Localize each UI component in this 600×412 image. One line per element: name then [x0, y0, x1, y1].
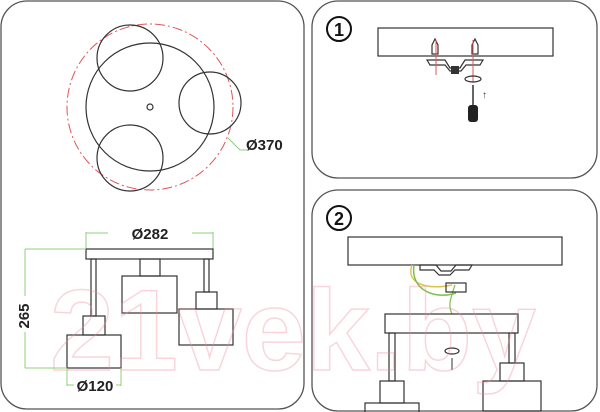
step1-illustration: 1 ↑ [326, 16, 554, 122]
shade [66, 334, 122, 369]
step-badge [326, 16, 352, 42]
screwdriver-icon [468, 105, 478, 122]
shade-circle [178, 71, 242, 135]
leader-line [227, 137, 247, 151]
side-view: Ø282 265 Ø120 [12, 225, 234, 395]
shade [178, 308, 234, 346]
terminal-block [445, 282, 467, 293]
svg-text:2: 2 [334, 209, 344, 229]
ceiling [377, 27, 554, 57]
left-panel [0, 0, 305, 410]
step1-panel [311, 0, 598, 179]
mounting-bracket [419, 264, 474, 276]
canopy-disc [85, 42, 215, 172]
shade-circle [96, 124, 164, 192]
svg-text:1: 1 [334, 20, 344, 40]
ceiling [347, 236, 563, 266]
watermark: 21vek.by [49, 266, 536, 396]
svg-text:21vek.by: 21vek.by [50, 267, 536, 395]
outer-diameter-circle [66, 23, 234, 191]
step2-panel [311, 189, 598, 412]
shade [364, 402, 420, 412]
wall-plug-icon [431, 37, 479, 55]
shade-diameter-label: Ø120 [77, 378, 114, 395]
shade [121, 275, 178, 314]
center-hole [146, 103, 154, 111]
width-label: Ø282 [132, 226, 169, 243]
fixture-plate [384, 313, 519, 334]
canopy-diameter-label: Ø370 [246, 137, 283, 154]
mounting-bracket [425, 59, 485, 72]
shade [482, 380, 542, 412]
top-view: Ø370 [66, 23, 283, 192]
up-arrow-icon: ↑ [482, 90, 487, 101]
step2-illustration: 2 [326, 205, 563, 412]
shade-circle [96, 24, 164, 92]
step-badge [326, 205, 352, 231]
height-label: 265 [16, 303, 33, 328]
